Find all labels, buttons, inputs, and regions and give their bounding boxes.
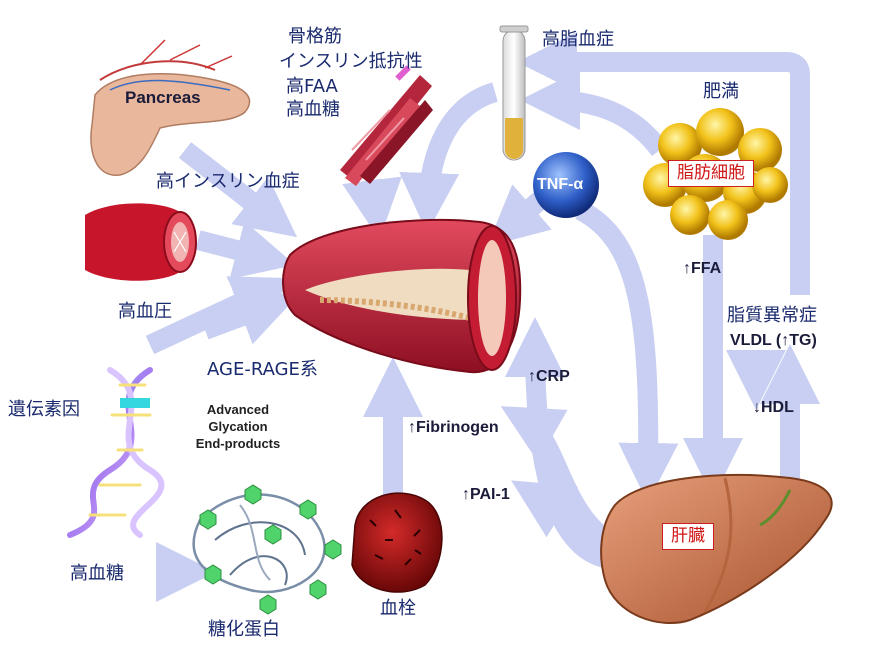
tnf-alpha-sphere bbox=[533, 152, 599, 218]
arrow-hypertension-to-vessel bbox=[195, 220, 296, 280]
muscle-illustration bbox=[340, 65, 433, 186]
label-liver: 肝臓 bbox=[662, 523, 714, 550]
arrow-obesity-to-lipidemia bbox=[517, 32, 810, 295]
label-obesity: 肥満 bbox=[703, 81, 739, 102]
arrow-age-to-vessel bbox=[201, 288, 299, 345]
label-advanced-line3: End-products bbox=[195, 436, 281, 451]
dna-helix-illustration bbox=[67, 367, 165, 538]
label-hdl: ↓HDL bbox=[753, 399, 794, 416]
label-vldl: VLDL (↑TG) bbox=[730, 332, 817, 349]
label-skeletal-muscle: 骨格筋 bbox=[288, 26, 342, 47]
label-hyperglycemia-top: 高血糖 bbox=[286, 99, 340, 120]
hypertension-vessel-illustration bbox=[85, 203, 197, 281]
label-adipocyte: 脂肪細胞 bbox=[668, 160, 754, 187]
liver-illustration bbox=[600, 474, 833, 625]
label-genetic-factors: 遺伝素因 bbox=[8, 399, 80, 420]
label-thrombus: 血栓 bbox=[380, 598, 416, 619]
label-fibrinogen: ↑Fibrinogen bbox=[408, 419, 499, 436]
pancreas-illustration bbox=[90, 39, 251, 176]
arrow-tnf-to-vessel bbox=[486, 184, 552, 247]
glycated-protein-illustration bbox=[192, 484, 342, 615]
label-tnf-alpha: TNF-α bbox=[537, 176, 584, 193]
label-advanced-glycation: Advanced Glycation End-products bbox=[178, 401, 298, 452]
label-hypertension: 高血圧 bbox=[118, 301, 172, 322]
label-insulin-resistance: インスリン抵抗性 bbox=[279, 51, 423, 72]
label-ffa: ↑FFA bbox=[683, 260, 722, 277]
artery-illustration bbox=[282, 218, 522, 374]
label-pai1: ↑PAI-1 bbox=[462, 486, 510, 503]
thrombus-illustration bbox=[351, 492, 443, 593]
test-tube-illustration bbox=[499, 25, 529, 161]
label-high-faa: 高FAA bbox=[286, 76, 338, 97]
label-crp: ↑CRP bbox=[528, 368, 570, 385]
label-glycated-protein: 糖化蛋白 bbox=[208, 619, 280, 640]
label-hyperlipidemia: 高脂血症 bbox=[542, 29, 614, 50]
arrow-tnf-to-liver bbox=[575, 201, 679, 503]
label-advanced-line2: Glycation bbox=[208, 419, 268, 434]
arrow-muscle-to-vessel bbox=[342, 176, 402, 240]
label-advanced-line1: Advanced bbox=[206, 402, 270, 417]
label-hyperinsulinemia: 高インスリン血症 bbox=[156, 171, 300, 192]
arrow-tube-to-vessel bbox=[399, 82, 499, 233]
label-pancreas: Pancreas bbox=[125, 88, 201, 107]
arrow-adipocyte-to-lipidemia bbox=[520, 70, 668, 157]
label-dyslipidemia: 脂質異常症 bbox=[727, 305, 817, 326]
label-age-rage: AGE-RAGE系 bbox=[207, 359, 318, 380]
arrow-pancreas-to-vessel bbox=[178, 142, 298, 238]
flow-arrows bbox=[145, 32, 820, 602]
label-hyperglycemia-bottom: 高血糖 bbox=[70, 563, 124, 584]
